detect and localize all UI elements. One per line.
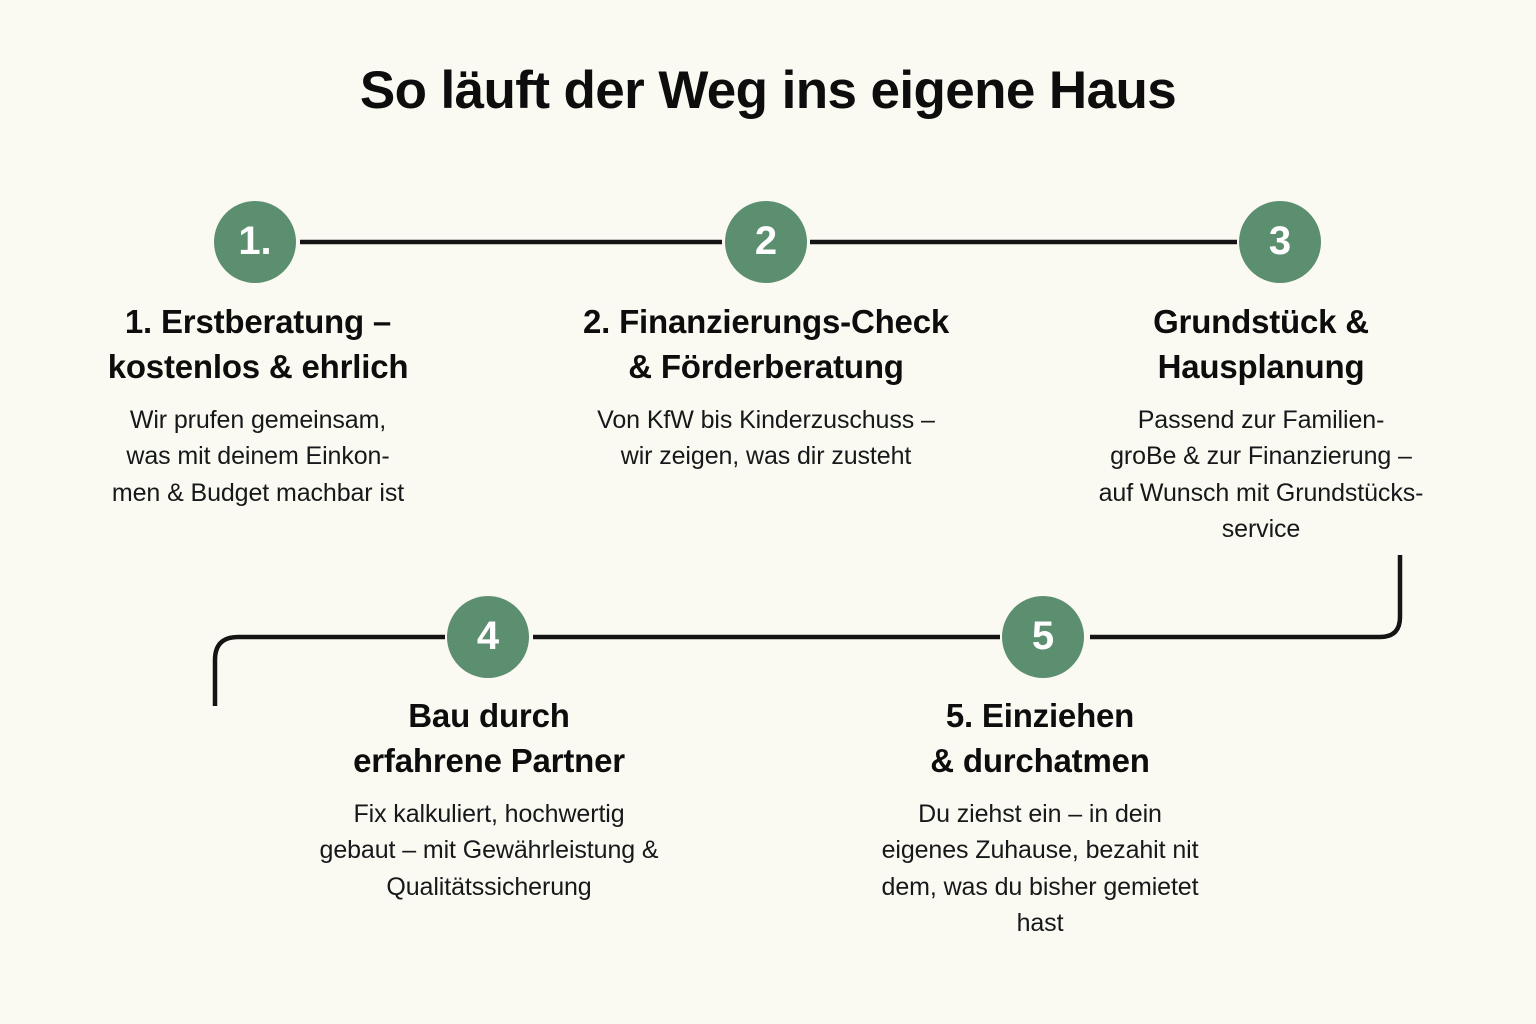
- step-badge-3-label: 3: [1268, 219, 1292, 263]
- step-badge-3[interactable]: 3: [1239, 201, 1321, 283]
- step-5-text-block: 5. Einziehen & durchatmen Du ziehst ein …: [820, 694, 1260, 942]
- step-1-body: Wir prufen gemeinsam, was mit deinem Ein…: [111, 405, 405, 507]
- step-badge-1-label: 1.: [238, 219, 272, 263]
- step-4-body: Fix kalkuliert, hochwertig gebaut – mit …: [319, 799, 659, 901]
- step-5-body: Du ziehst ein – in dein eigenes Zuhause,…: [881, 799, 1199, 938]
- step-3-body: Passend zur Familien- groBe & zur Finanz…: [1098, 405, 1424, 544]
- step-2-heading: 2. Finanzierungs-Check & Förderberatung: [582, 303, 949, 385]
- step-badge-1[interactable]: 1.: [214, 201, 296, 283]
- step-2-body: Von KfW bis Kinderzuschuss – wir zeigen,…: [597, 405, 935, 471]
- step-3-heading: Grundstück & Hausplanung: [1153, 303, 1369, 385]
- step-5-heading: 5. Einziehen & durchatmen: [930, 697, 1150, 779]
- step-1-heading: 1. Erstberatung – kostenlos & ehrlich: [107, 303, 409, 385]
- step-4-heading: Bau durch erfahrene Partner: [353, 697, 625, 779]
- step-badge-2-label: 2: [754, 219, 778, 263]
- step-badge-2[interactable]: 2: [725, 201, 807, 283]
- page-title: So läuft der Weg ins eigene Haus: [359, 61, 1177, 120]
- connector-right-wrap: [1090, 555, 1403, 640]
- step-badge-4[interactable]: 4: [447, 596, 529, 678]
- step-badge-4-label: 4: [476, 614, 500, 658]
- step-badge-5[interactable]: 5: [1002, 596, 1084, 678]
- step-2-text-block: 2. Finanzierungs-Check & Förderberatung …: [520, 300, 1012, 475]
- step-badge-5-label: 5: [1031, 614, 1055, 658]
- step-1-text-block: 1. Erstberatung – kostenlos & ehrlich Wi…: [58, 300, 458, 511]
- step-3-text-block: Grundstück & Hausplanung Passend zur Fam…: [1038, 300, 1484, 548]
- step-4-text-block: Bau durch erfahrene Partner Fix kalkulie…: [250, 694, 728, 905]
